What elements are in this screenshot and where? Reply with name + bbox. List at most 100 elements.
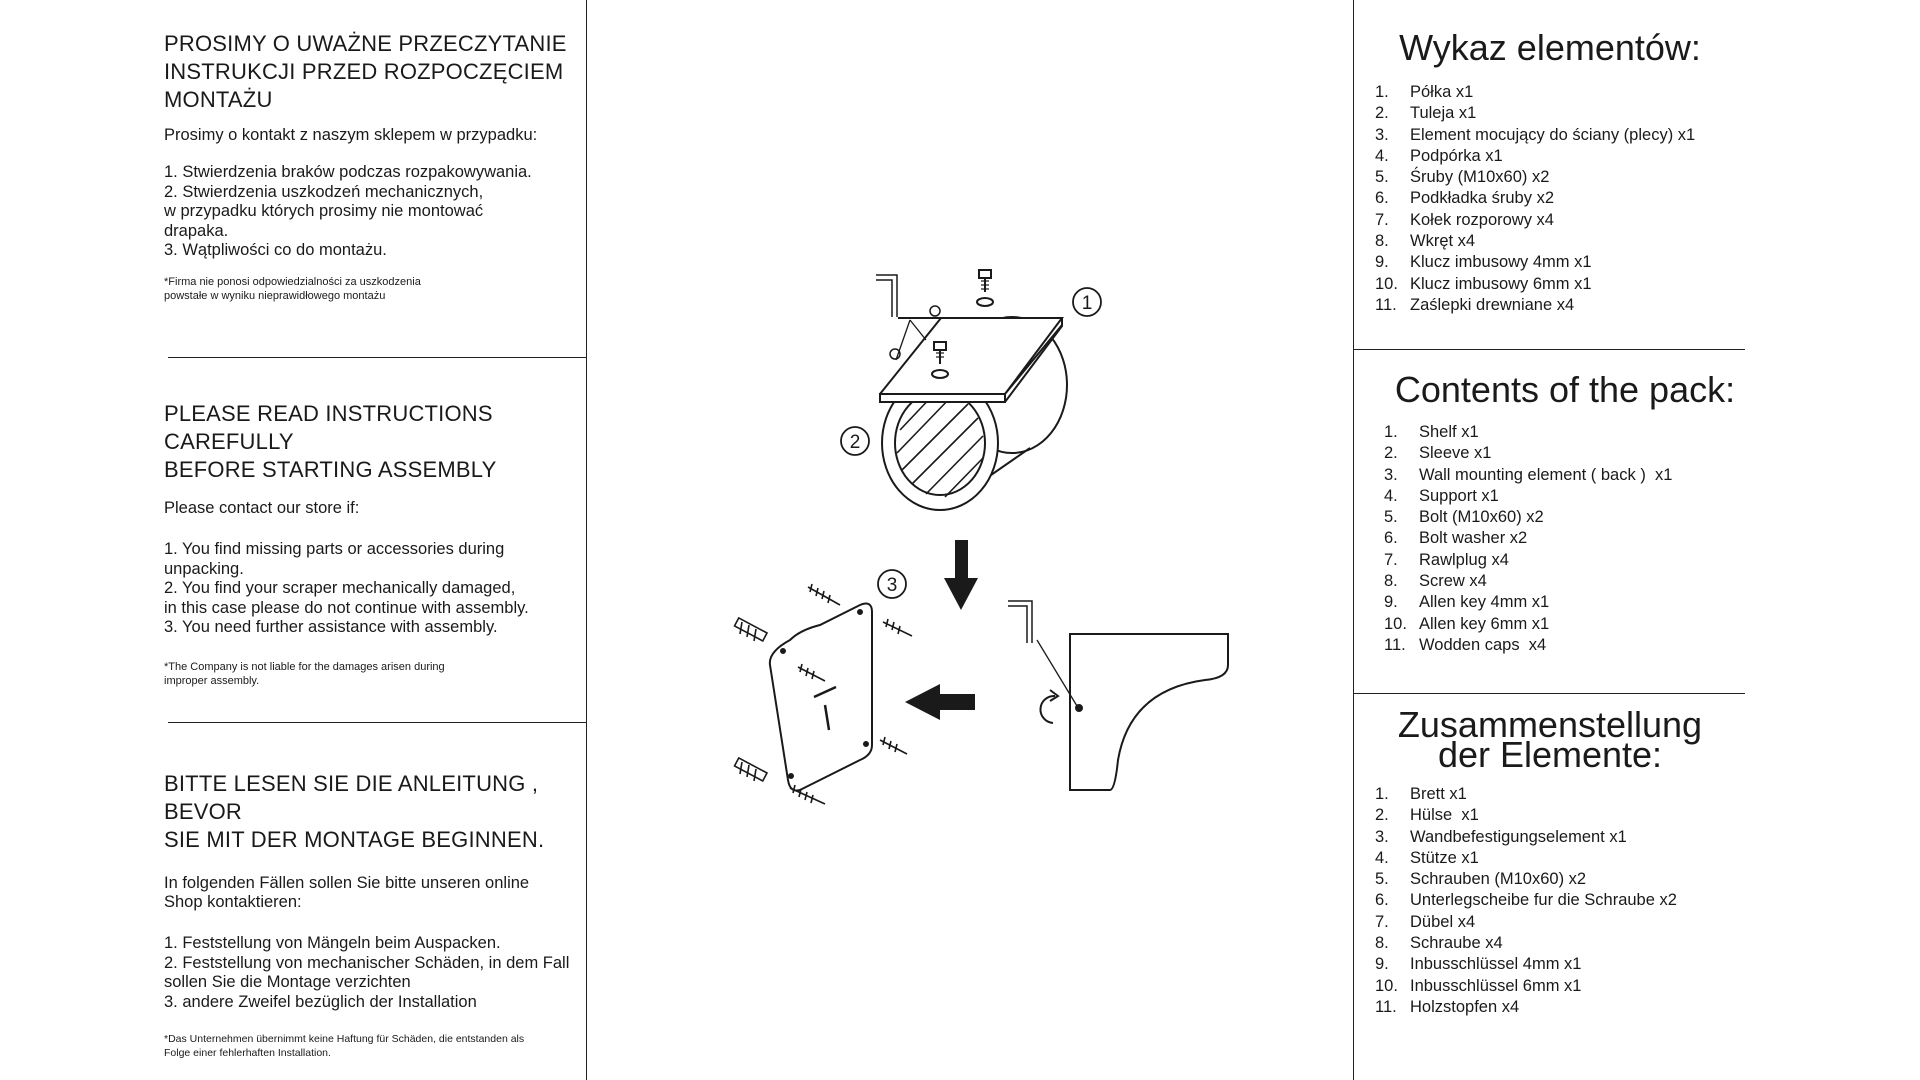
parts-items-en: 1. Shelf x1 2. Sleeve x1 3.Wall mounting e…	[1384, 422, 1755, 656]
support-bracket	[1008, 600, 1229, 791]
part-label: Allen key 6mm x1	[1419, 614, 1550, 633]
part-number: 4.	[1375, 848, 1389, 867]
part-item: 4. Stütze x1	[1375, 848, 1745, 869]
part-number: 1.	[1384, 423, 1398, 441]
parts-items-de: 1.Brett x1 2.Hülse x1 3.Wandbefestigungs…	[1375, 784, 1745, 1018]
wooden-cap-icon	[889, 348, 901, 360]
instructions-list-en: 1. You find missing parts or accessories…	[164, 540, 584, 638]
part-number: 9.	[1375, 955, 1389, 974]
part-label: Klucz imbusowy 4mm x1	[1410, 253, 1592, 272]
part-number: 9.	[1375, 253, 1389, 272]
parts-title-en: Contents of the pack:	[1394, 369, 1736, 410]
part-label: Support x1	[1419, 486, 1499, 505]
contact-text-en: Please contact our store if:	[164, 499, 360, 517]
part-item: 9.Inbusschlüssel 4mm x1	[1375, 954, 1745, 975]
part-label: Stütze x1	[1410, 848, 1479, 867]
part-item: 2.Hülse x1	[1375, 805, 1745, 826]
part-label: Podkładka śruby x2	[1410, 189, 1554, 208]
part-item: 3.Wall mounting element ( back ) x1	[1384, 465, 1755, 486]
part-label: Wandbefestigungselement x1	[1410, 827, 1627, 846]
right-section-divider-2	[1353, 693, 1745, 694]
part-item: 1.Brett x1	[1375, 784, 1745, 805]
part-item: 10.Allen key 6mm x1	[1384, 614, 1755, 635]
part-number: 2.	[1384, 444, 1398, 463]
part-number: 8.	[1375, 934, 1389, 953]
part-label: Unterlegscheibe fur die Schraube x2	[1410, 891, 1677, 910]
part-label: Tuleja x1	[1410, 104, 1477, 123]
parts-list-en: Contents of the pack: 1. Shelf x1 2. Sleev…	[1355, 372, 1755, 656]
callout-number: 1	[1082, 293, 1093, 314]
part-label: Sleeve x1	[1419, 444, 1492, 463]
rotate-arrowhead	[1049, 689, 1060, 702]
instruction-item: 2. You find your scraper mechanically da…	[164, 579, 529, 617]
instruction-item: 3. You need further assistance with asse…	[164, 618, 498, 636]
part-label: Kołek rozporowy x4	[1410, 210, 1554, 229]
part-item: 6.Podkładka śruby x2	[1375, 188, 1745, 209]
callout-3: 3	[877, 569, 907, 599]
part-number: 6.	[1375, 891, 1389, 910]
part-label: Śruby (M10x60) x2	[1410, 168, 1550, 187]
parts-list-pl: Wykaz elementów: 1.Półka x1 2.Tuleja x1 …	[1355, 30, 1745, 316]
part-label: Element mocujący do ściany (plecy) x1	[1410, 125, 1696, 144]
left-column-divider	[586, 0, 587, 1080]
part-item: 10.Inbusschlüssel 6mm x1	[1375, 976, 1745, 997]
contact-text-de: In folgenden Fällen sollen Sie bitte uns…	[164, 874, 530, 911]
parts-list-de: Zusammenstellung der Elemente: 1.Brett x…	[1355, 707, 1745, 1018]
part-number: 3.	[1384, 465, 1398, 484]
part-label: Schrauben (M10x60) x2	[1410, 870, 1587, 889]
parts-items-pl: 1.Półka x1 2.Tuleja x1 3.Element mocując…	[1375, 82, 1745, 316]
allen-key-icon	[1008, 600, 1033, 643]
contact-text-pl: Prosimy o kontakt z naszym sklepem w prz…	[164, 126, 538, 144]
part-label: Bolt (M10x60) x2	[1419, 508, 1544, 527]
part-number: 6.	[1384, 529, 1398, 548]
arrow-left-icon	[905, 684, 975, 720]
part-item: 9. Klucz imbusowy 4mm x1	[1375, 252, 1745, 273]
part-label: Hülse x1	[1410, 806, 1479, 825]
instruction-item: 1. You find missing parts or accessories…	[164, 540, 505, 578]
callout-2: 2	[840, 426, 870, 456]
part-number: 4.	[1375, 146, 1389, 165]
allen-key-icon	[876, 274, 898, 317]
part-label: Bolt washer x2	[1419, 529, 1528, 548]
shelf-sleeve-assembly	[876, 269, 1068, 511]
instruction-item: 2. Stwierdzenia uszkodzeń mechanicznych,…	[164, 182, 484, 240]
instructions-list-de: 1. Feststellung von Mängeln beim Auspack…	[164, 934, 584, 1012]
part-label: Schraube x4	[1410, 934, 1503, 953]
instructions-heading-pl: PROSIMY O UWAŻNE PRZECZYTANIE INSTRUKCJI…	[164, 31, 567, 112]
callout-number: 2	[850, 432, 861, 453]
part-number: 5.	[1375, 168, 1389, 187]
bolt-icon	[976, 269, 994, 307]
part-label: Screw x4	[1419, 572, 1487, 591]
assembly-diagram: 1 2 3	[733, 269, 1229, 805]
part-number: 11.	[1384, 635, 1406, 654]
part-number: 8.	[1384, 572, 1398, 591]
instruction-item: 1. Feststellung von Mängeln beim Auspack…	[164, 934, 501, 952]
part-item: 3.Wandbefestigungselement x1	[1375, 827, 1745, 848]
part-number: 1.	[1375, 83, 1389, 101]
instructions-en: PLEASE READ INSTRUCTIONS CAREFULLY BEFOR…	[164, 400, 584, 688]
alignment-lines	[895, 319, 927, 361]
part-item: 6. Bolt washer x2	[1384, 528, 1755, 549]
part-number: 11.	[1375, 295, 1397, 314]
instruction-item: 1. Stwierdzenia braków podczas rozpakowy…	[164, 163, 532, 181]
part-number: 5.	[1384, 508, 1398, 527]
instruction-item: 3. andere Zweifel bezüglich der Installa…	[164, 992, 477, 1011]
instructions-heading-en: PLEASE READ INSTRUCTIONS CAREFULLY BEFOR…	[164, 401, 497, 482]
bolt-icon	[931, 341, 949, 379]
part-item: 11.Holzstopfen x4	[1375, 997, 1745, 1018]
part-number: 9.	[1384, 593, 1398, 612]
part-label: Shelf x1	[1419, 423, 1479, 441]
rotate-icon	[1039, 694, 1056, 724]
part-item: 5. Śruby (M10x60) x2	[1375, 167, 1745, 188]
instruction-item: 3. Wątpliwości co do montażu.	[164, 241, 387, 259]
shelf-board-edge	[879, 318, 1063, 403]
part-number: 7.	[1375, 210, 1389, 229]
part-label: Podpórka x1	[1410, 146, 1503, 165]
right-section-divider-1	[1353, 349, 1745, 350]
left-section-divider-1	[168, 357, 586, 358]
part-number: 3.	[1375, 125, 1389, 144]
part-item: 11.Zaślepki drewniane x4	[1375, 295, 1745, 316]
part-item: 3. Element mocujący do ściany (plecy) x1	[1375, 125, 1745, 146]
part-item: 11.Wodden caps x4	[1384, 635, 1755, 656]
part-number: 10.	[1375, 976, 1398, 995]
